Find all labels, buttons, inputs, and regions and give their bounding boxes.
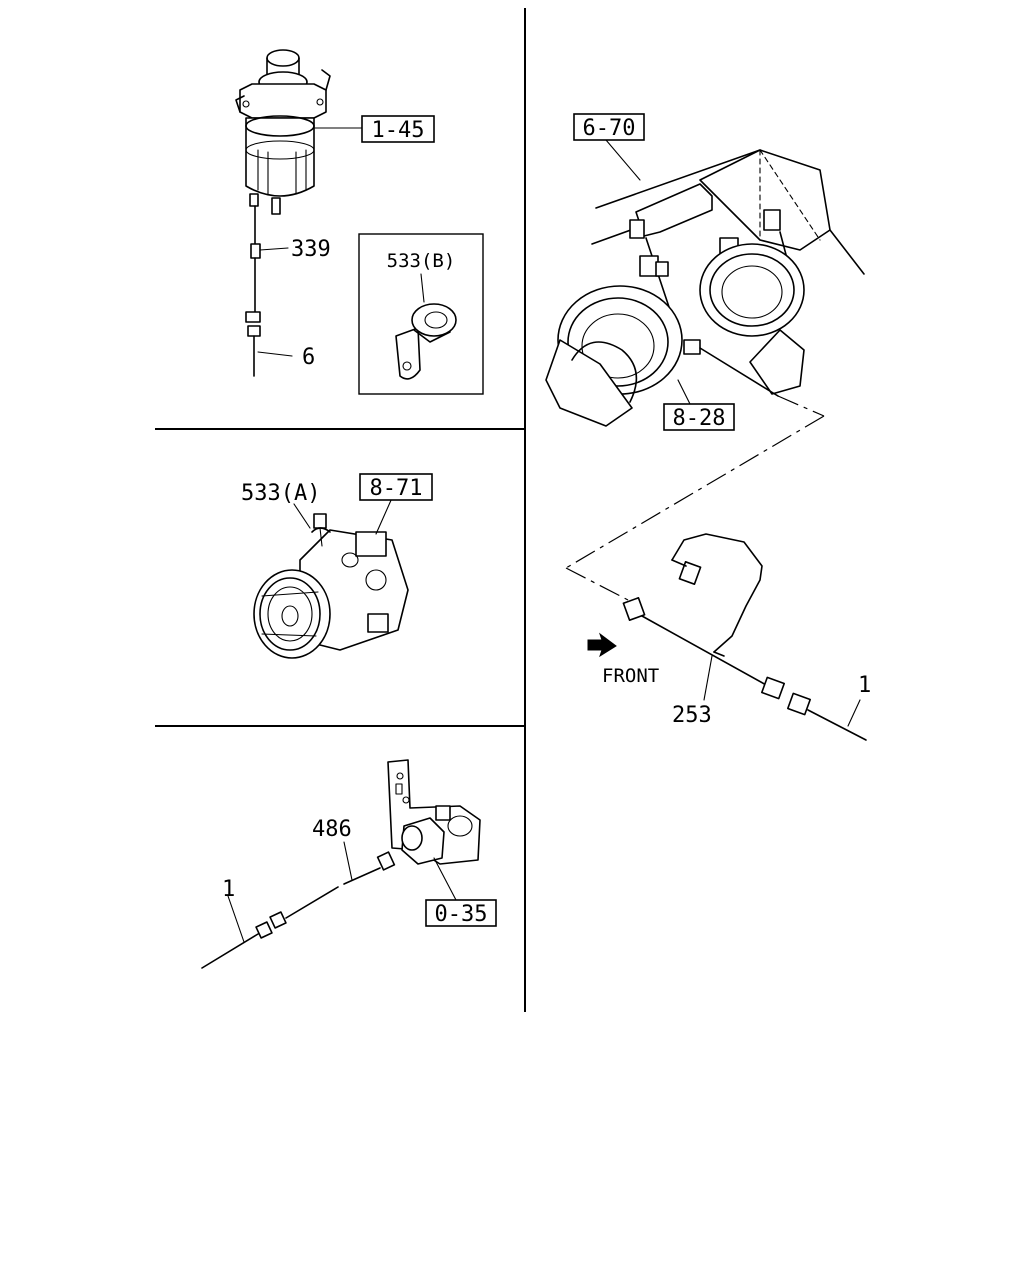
svg-text:1-45: 1-45 [372, 118, 425, 143]
sensor-illustration [201, 759, 481, 969]
ref-box-6-70[interactable]: 6-70 [573, 113, 645, 141]
callout-339: 339 [291, 237, 331, 262]
inset-label: 533(B) [387, 250, 456, 272]
compressor-illustration [253, 513, 409, 659]
ref-box-8-71[interactable]: 8-71 [359, 473, 433, 501]
callout-6: 6 [302, 345, 315, 370]
dashed-guide [565, 395, 825, 601]
callout-486: 486 [312, 817, 352, 842]
clip-illustration [395, 303, 457, 380]
sensor-panel: 486 1 0-35 [201, 759, 497, 969]
callout-leaders [605, 139, 691, 405]
ref-box-0-35[interactable]: 0-35 [425, 899, 497, 927]
callout-leaders [703, 655, 861, 727]
callout-253: 253 [672, 703, 712, 728]
callout-1: 1 [222, 877, 235, 902]
panel-dividers [155, 8, 526, 1012]
clip-533b-inset: 533(B) [358, 233, 484, 395]
svg-text:8-71: 8-71 [370, 476, 423, 501]
ref-box-8-28[interactable]: 8-28 [663, 403, 735, 431]
callout-1-right: 1 [858, 673, 871, 698]
front-arrow-icon [587, 632, 617, 658]
svg-text:0-35: 0-35 [435, 902, 488, 927]
svg-text:6-70: 6-70 [583, 116, 636, 141]
fuel-filter-panel: 1-45 339 6 533(B) [235, 49, 484, 395]
callout-leaders [293, 497, 393, 535]
callout-leaders [227, 841, 457, 943]
front-label: FRONT [602, 665, 659, 687]
callout-533a: 533(A) [241, 481, 320, 506]
ref-box-1-45[interactable]: 1-45 [361, 115, 435, 143]
harness-253-illustration [622, 533, 867, 741]
compressor-panel: 533(A) 8-71 [241, 473, 433, 659]
horn-panel: 6-70 8-28 253 1 [545, 113, 871, 741]
horn-illustration [545, 149, 865, 427]
fuel-filter-illustration [235, 49, 331, 377]
callout-leaders [257, 127, 363, 357]
svg-text:8-28: 8-28 [673, 406, 726, 431]
